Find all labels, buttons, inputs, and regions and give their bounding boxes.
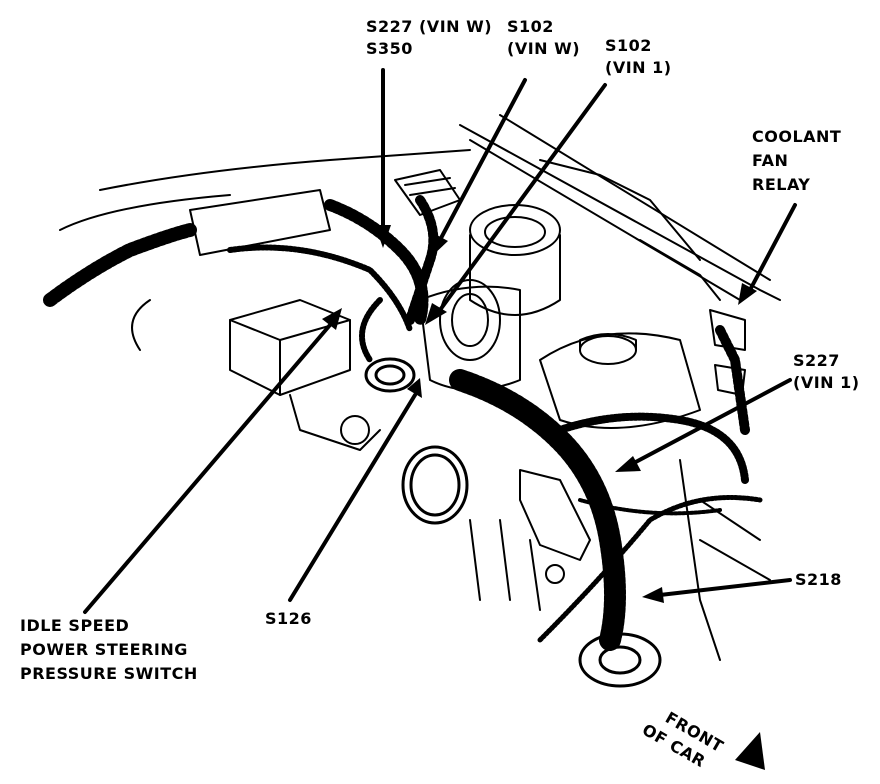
callout-line: COOLANT: [752, 127, 842, 146]
callout-line: (VIN W): [507, 39, 581, 58]
callout-line: POWER STEERING: [20, 640, 188, 659]
body-panel-outline: [59, 114, 781, 351]
callout-coolant-fan-relay: COOLANT FAN RELAY: [752, 125, 841, 197]
callout-line: FAN: [752, 151, 789, 170]
callout-line: S218: [795, 570, 842, 589]
coolant-tank: [539, 332, 701, 429]
callout-line: S102: [507, 17, 554, 36]
callout-s102-vin1: S102 (VIN 1): [605, 35, 672, 79]
reservoir: [229, 299, 381, 451]
bracket: [469, 459, 771, 661]
callout-line: (VIN 1): [605, 58, 672, 77]
callout-line: (VIN 1): [793, 373, 860, 392]
callout-line: RELAY: [752, 175, 811, 194]
connector-block: [394, 169, 746, 396]
callout-s227-vinw: S227 (VIN W) S350: [366, 16, 492, 60]
callout-line: S227: [793, 351, 840, 370]
callout-line: S350: [366, 39, 413, 58]
callout-s227-vin1: S227 (VIN 1): [793, 350, 860, 394]
front-of-car-arrow: [735, 732, 765, 770]
callout-s102-vinw: S102 (VIN W): [507, 16, 580, 60]
callout-arrows: [83, 68, 797, 770]
wiring-harness: [43, 189, 763, 651]
callout-line: S102: [605, 36, 652, 55]
hose-clamp-ring: [364, 357, 469, 525]
callout-line: S126: [265, 609, 312, 628]
callout-line: IDLE SPEED: [20, 616, 130, 635]
callout-s126: S126: [265, 608, 312, 630]
callout-idle-speed-switch: IDLE SPEED POWER STEERING PRESSURE SWITC…: [20, 614, 198, 686]
callout-s218: S218: [795, 569, 842, 591]
throttle-body: [419, 204, 561, 391]
callout-line: PRESSURE SWITCH: [20, 664, 198, 683]
callout-line: S227 (VIN W): [366, 17, 493, 36]
